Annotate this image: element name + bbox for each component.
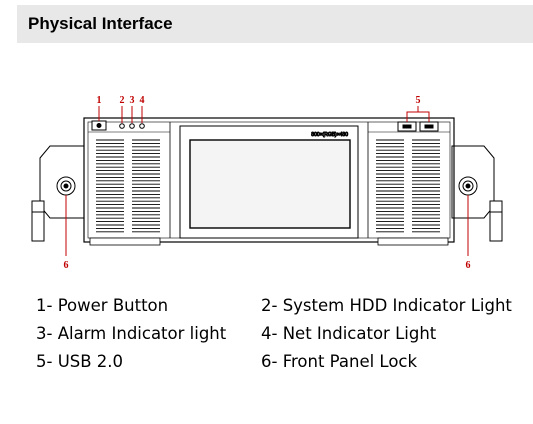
callout-3: 3 bbox=[130, 95, 135, 106]
right-vent-grille bbox=[376, 139, 440, 233]
left-lock-icon bbox=[56, 176, 76, 196]
legend: 1- Power Button 2- System HDD Indicator … bbox=[36, 296, 516, 380]
section-header: Physical Interface bbox=[17, 5, 533, 43]
left-handle bbox=[31, 145, 85, 242]
legend-item: 6- Front Panel Lock bbox=[261, 352, 418, 371]
callout-lines bbox=[65, 106, 469, 256]
callout-6-right: 6 bbox=[466, 260, 471, 271]
usb-ports bbox=[397, 121, 439, 132]
feet bbox=[89, 237, 449, 246]
callout-1: 1 bbox=[97, 95, 102, 106]
callout-numbers: 1 2 3 4 5 6 6 bbox=[64, 95, 471, 271]
indicator-leds bbox=[119, 123, 145, 129]
front-panel-diagram: 800×(RGB)×480 bbox=[0, 88, 533, 273]
callout-6-left: 6 bbox=[64, 260, 69, 271]
callout-5: 5 bbox=[416, 95, 421, 106]
legend-item: 3- Alarm Indicator light bbox=[36, 324, 227, 343]
power-button bbox=[91, 120, 107, 131]
section-title: Physical Interface bbox=[28, 14, 173, 33]
legend-item: 1- Power Button bbox=[36, 296, 169, 315]
legend-item: 2- System HDD Indicator Light bbox=[261, 296, 512, 315]
screen-label: 800×(RGB)×480 bbox=[311, 132, 348, 138]
right-handle bbox=[451, 145, 503, 242]
legend-row: 1- Power Button 2- System HDD Indicator … bbox=[36, 296, 516, 324]
left-vent-grille bbox=[96, 139, 160, 233]
callout-2: 2 bbox=[120, 95, 125, 106]
right-lock-icon bbox=[458, 176, 478, 196]
legend-row: 5- USB 2.0 6- Front Panel Lock bbox=[36, 352, 516, 380]
lcd-screen: 800×(RGB)×480 bbox=[179, 125, 359, 239]
legend-row: 3- Alarm Indicator light 4- Net Indicato… bbox=[36, 324, 516, 352]
callout-4: 4 bbox=[140, 95, 145, 106]
legend-item: 5- USB 2.0 bbox=[36, 352, 124, 371]
legend-item: 4- Net Indicator Light bbox=[261, 324, 437, 343]
